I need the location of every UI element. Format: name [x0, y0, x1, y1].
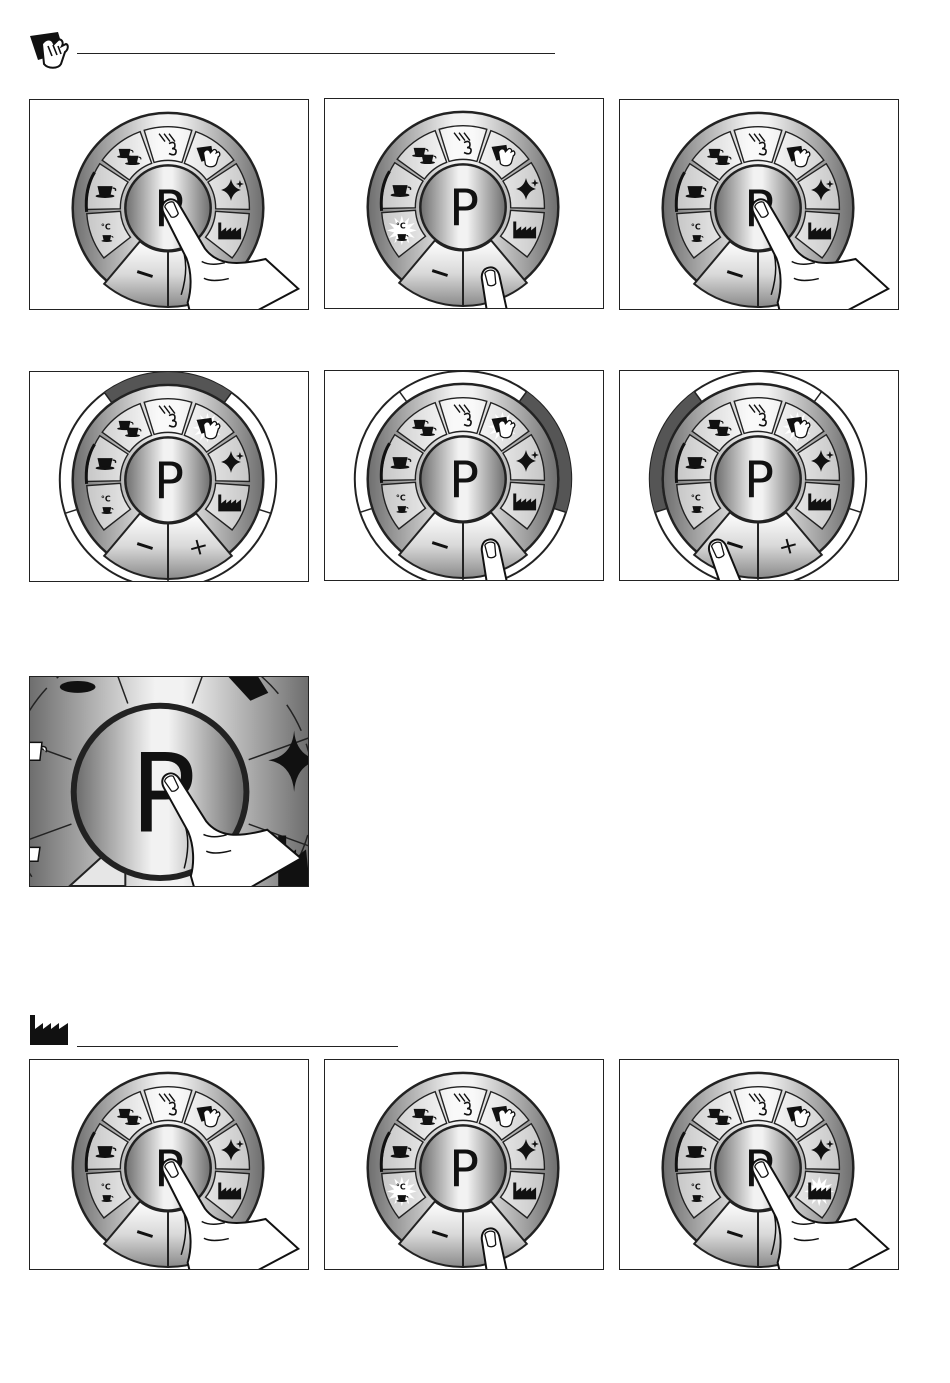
control-dial: °C−P — [663, 113, 889, 309]
panel-9: °C−P — [324, 1059, 604, 1270]
control-dial-svg: °C−P — [30, 1060, 308, 1269]
panel-4: °C−+P — [29, 371, 309, 582]
control-dial-svg: °C−P — [325, 371, 603, 580]
control-dial-svg: °C−P — [325, 99, 603, 308]
p-button-label: P — [449, 179, 479, 237]
control-dial-svg: °C−P — [620, 1060, 898, 1269]
control-dial: °C−+P — [650, 371, 866, 580]
p-button-label: P — [449, 1140, 479, 1198]
p-button-label: P — [154, 452, 184, 510]
section-rule-cleaning — [77, 53, 555, 54]
section-rule-factory — [77, 1046, 398, 1047]
svg-text:°C: °C — [101, 494, 111, 503]
panel-6: °C−+P — [619, 370, 899, 581]
panel-2: °C−P — [324, 98, 604, 309]
single-cup-icon — [60, 681, 96, 693]
control-dial: °C−+P — [60, 372, 276, 581]
control-dial-svg: °C−P — [620, 100, 898, 309]
panel-5: °C−P — [324, 370, 604, 581]
control-dial-svg: °C−P — [30, 100, 308, 309]
panel-3: °C−P — [619, 99, 899, 310]
svg-text:°C: °C — [101, 222, 111, 231]
panel-7-zoom: P — [29, 676, 309, 887]
control-dial-svg: °C−P — [325, 1060, 603, 1269]
svg-text:°C: °C — [691, 493, 701, 502]
svg-text:°C: °C — [396, 493, 406, 502]
control-dial-svg: °C−+P — [30, 372, 308, 581]
cleaning-hand-icon — [28, 30, 70, 70]
control-dial: °C−P — [368, 1073, 587, 1269]
control-dial-svg: °C−+P — [620, 371, 898, 580]
svg-text:°C: °C — [691, 1182, 701, 1191]
control-dial: °C−P — [368, 112, 587, 308]
panel-10: °C−P — [619, 1059, 899, 1270]
svg-text:°C: °C — [691, 222, 701, 231]
panel-1: °C−P — [29, 99, 309, 310]
p-button-label: P — [449, 451, 479, 509]
control-dial: °C−P — [73, 113, 299, 309]
zoom-dial: P — [30, 677, 308, 886]
svg-text:°C: °C — [101, 1182, 111, 1191]
svg-text:°C: °C — [396, 1182, 406, 1191]
p-button-label: P — [744, 451, 774, 509]
control-dial: °C−P — [355, 371, 587, 580]
control-dial: °C−P — [663, 1073, 889, 1269]
temperature-cup-icon — [30, 847, 40, 861]
control-dial: °C−P — [73, 1073, 299, 1269]
factory-icon — [28, 1013, 70, 1047]
zoom-detail-svg: P — [30, 677, 308, 886]
panel-8: °C−P — [29, 1059, 309, 1270]
svg-text:°C: °C — [396, 221, 406, 230]
